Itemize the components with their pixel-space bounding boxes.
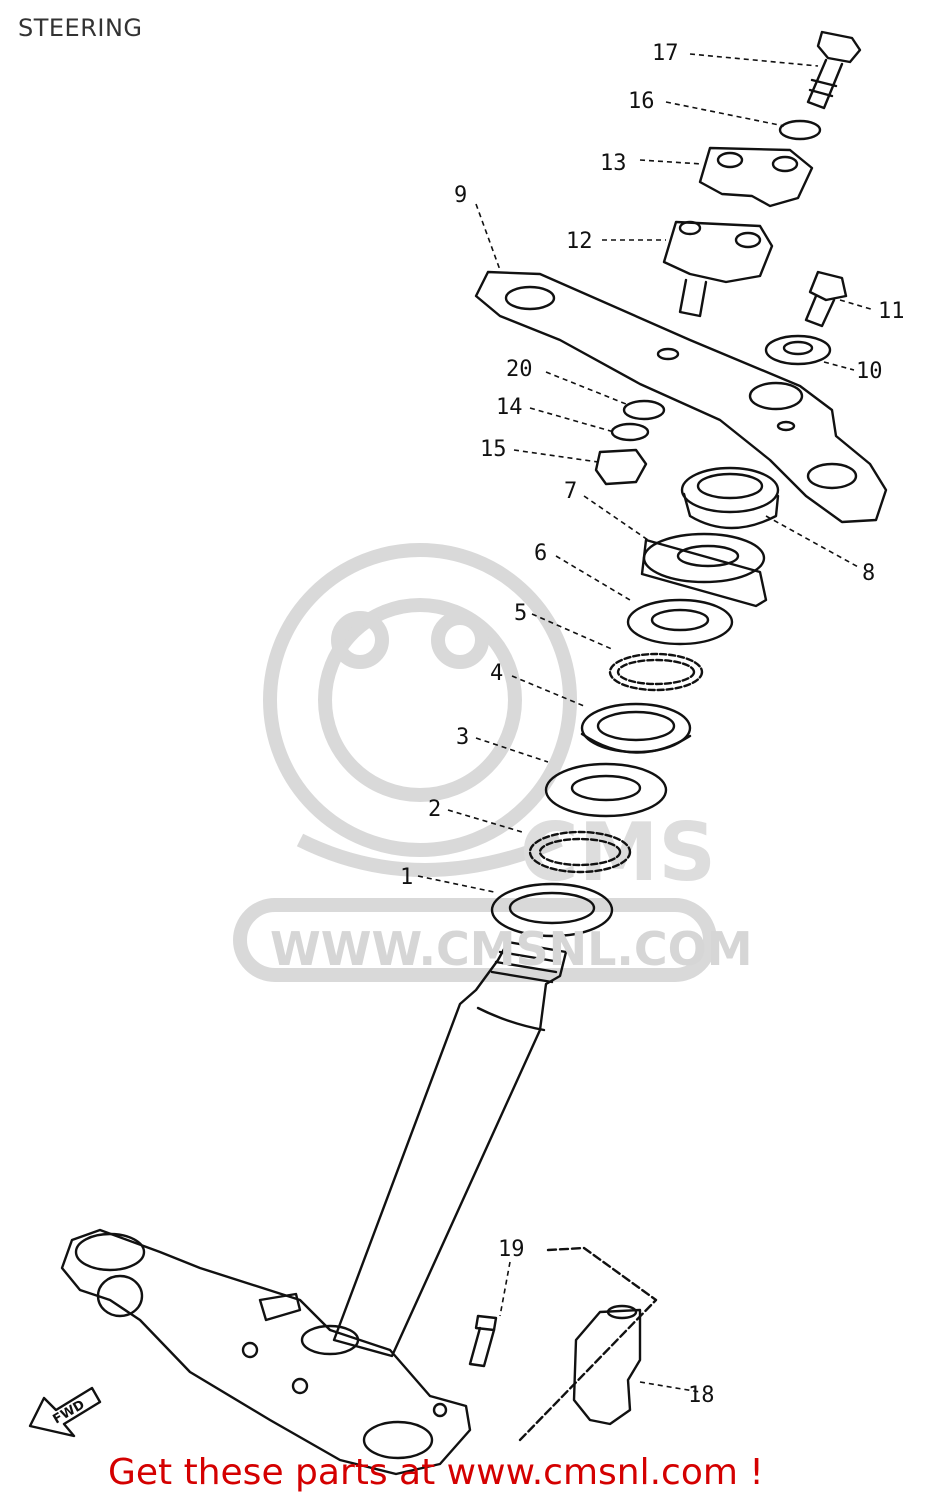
callout-17: 17 <box>652 41 679 66</box>
part-13-upper-holder <box>698 146 814 208</box>
part-10-washer <box>764 334 832 366</box>
callout-19: 19 <box>498 1237 525 1262</box>
part-2-ball-bearings <box>528 830 632 874</box>
callout-9: 9 <box>454 183 467 208</box>
callout-11: 11 <box>878 299 905 324</box>
part-20-washer <box>622 399 666 421</box>
part-4-upper-race <box>580 702 692 754</box>
callout-1: 1 <box>400 865 413 890</box>
part-6-upper-cone-race <box>626 598 734 646</box>
fwd-arrow: FWD <box>28 1386 102 1438</box>
callout-14: 14 <box>496 395 523 420</box>
callout-18: 18 <box>688 1383 715 1408</box>
callout-15: 15 <box>480 437 507 462</box>
callout-labels: 17 16 13 9 12 11 10 20 14 15 7 8 6 5 4 3… <box>400 41 905 1408</box>
leader-lines <box>417 53 875 1393</box>
callout-6: 6 <box>534 541 547 566</box>
lower-bracket <box>60 1228 472 1476</box>
part-14-washer <box>610 422 650 442</box>
part-17-bolt <box>806 30 862 110</box>
callout-10: 10 <box>856 359 883 384</box>
callout-16: 16 <box>628 89 655 114</box>
watermark-url: WWW.CMSNL.COM <box>270 922 753 976</box>
callout-8: 8 <box>862 561 875 586</box>
callout-20: 20 <box>506 357 533 382</box>
part-3-lower-cone-race <box>544 762 668 818</box>
watermark-logo: CMS <box>233 543 717 982</box>
part-9-upper-bracket <box>474 270 888 524</box>
part-19-screw <box>468 1314 498 1368</box>
part-5-ball-bearings <box>608 652 704 692</box>
part-1-lower-race <box>490 882 614 938</box>
part-8-ring-nut <box>680 466 780 530</box>
part-12-lower-holder <box>662 220 774 318</box>
callout-4: 4 <box>490 661 503 686</box>
callout-12: 12 <box>566 229 593 254</box>
page-title: STEERING <box>18 14 143 42</box>
part-15-nut <box>594 448 648 486</box>
steering-stem <box>332 940 568 1358</box>
callout-13: 13 <box>600 151 627 176</box>
part-16-washer <box>778 119 822 141</box>
callout-5: 5 <box>514 601 527 626</box>
callout-3: 3 <box>456 725 469 750</box>
callout-7: 7 <box>564 479 577 504</box>
callout-2: 2 <box>428 797 441 822</box>
part-7-dust-cover <box>640 532 768 608</box>
part-18-steering-lock <box>518 1246 658 1442</box>
footer-parts-link[interactable]: Get these parts at www.cmsnl.com ! <box>108 1452 764 1493</box>
part-11-bolt <box>804 270 848 328</box>
